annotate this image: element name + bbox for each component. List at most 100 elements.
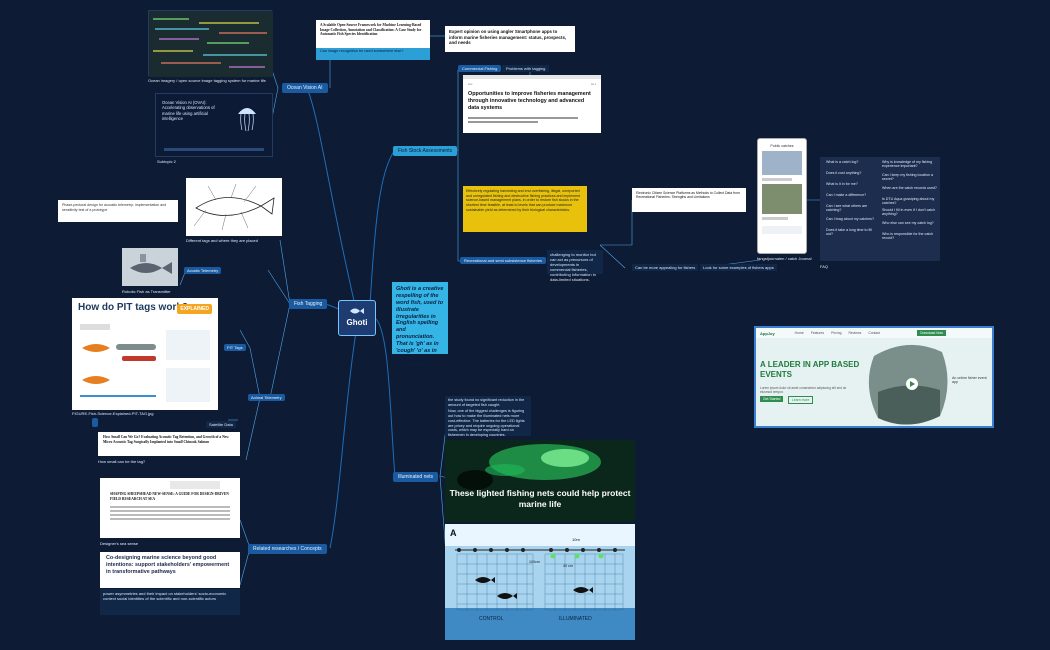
acoustic-telemetry-label[interactable]: Acustic Telemetry (184, 267, 222, 274)
commercial-fishing-label[interactable]: Commercial Fishing (458, 65, 502, 72)
dimension-100cm: 100cm (529, 560, 540, 564)
seabed-band (445, 608, 635, 640)
electronic-citizen-paper: Electronic Citizen Science Platforms as … (632, 188, 746, 212)
illuminated-text-2: Now, one of the biggest challenges is fi… (448, 409, 525, 438)
codesign-paper: Co-designing marine science beyond good … (100, 552, 240, 588)
illuminated-findings: the study found no significant reduction… (445, 396, 531, 438)
animal-telemetry-label[interactable]: Animal Telemetry (248, 394, 285, 401)
nav-reviews[interactable]: Reviews (848, 331, 862, 335)
challenging-to-monitor: challenging to monitor but can act as pr… (547, 250, 603, 282)
net-drawing (455, 548, 625, 611)
app-tab-bar[interactable] (762, 226, 802, 234)
journal-header-row: ▪▪▪▪ ▪▪▪ ▪ (463, 79, 601, 89)
expert-opinion-paper: Expert opinion on using angler Smartphon… (445, 26, 575, 52)
pit-expand-toggle[interactable] (92, 418, 98, 427)
pit-diagram (80, 324, 210, 402)
designers-sea-title: SHAPING SHEEPSHEAD NEW-SENSE: A GUIDE FO… (110, 492, 229, 501)
faq-item[interactable]: Should I fill in even if I don't catch a… (882, 208, 936, 216)
logo-strip (164, 148, 264, 151)
nav-features[interactable]: Features (810, 331, 825, 335)
faq-item[interactable]: Why is knowledge of my fishing experienc… (882, 160, 933, 168)
codesign-title: Co-designing marine science beyond good … (106, 555, 230, 575)
ovai-video-thumbnail[interactable]: Ocean Vision AI (OVAI): Accelerating obs… (155, 93, 273, 157)
nav-home[interactable]: Home (794, 331, 804, 335)
website-download-button[interactable]: Download Now (917, 330, 946, 336)
central-title: Ghoti (346, 318, 368, 327)
ghoti-definition: Ghoti is a creative respelling of the wo… (392, 282, 448, 368)
branch-illuminated[interactable]: Illuminated nets (393, 472, 439, 482)
app-title: Public catches (770, 144, 794, 148)
catch-journal-caption: fangstjournalen / catch Journal (757, 256, 812, 261)
small-tag-title: How Small Can We Go? Evaluating Acoustic… (103, 435, 229, 444)
explained-badge: EXPLAINED (177, 304, 212, 314)
subtopic-2-label: Subtopic 2 (157, 159, 176, 164)
faq-item[interactable]: What is it in for me? (826, 182, 858, 186)
dimension-10m: 10m (572, 537, 580, 542)
get-started-button[interactable]: Get Started (760, 396, 784, 402)
image-recognition-question: Can image recognition be used somewhere … (316, 48, 430, 60)
plos-logo: ▪▪▪ ▪ (590, 82, 596, 86)
electronic-citizen-title: Electronic Citizen Science Platforms as … (636, 191, 740, 200)
pit-heading: How do PIT tags work? (78, 302, 189, 313)
jellyfish-icon (238, 108, 256, 132)
ocean-imagery-caption: Ocean imagery / open source image taggin… (148, 78, 266, 83)
acoustic-telemetry-title: Phase-pectoral design for acoustic telem… (62, 203, 167, 212)
illuminated-text-1: the study found no significant reduction… (448, 398, 525, 407)
faq-item[interactable]: Is DTU Aqua gossiping about my catches? (882, 197, 935, 205)
faq-label: FAQ (820, 264, 829, 269)
branch-fish-tagging[interactable]: Fish Tagging (289, 299, 328, 309)
pit-tags-infographic: How do PIT tags work? EXPLAINED (72, 298, 218, 410)
recreational-fisheries-label[interactable]: Recreational and semi subsistence fisher… (460, 257, 547, 264)
opportunities-paper: ▪▪▪▪ ▪▪▪ ▪ Opportunities to improve fish… (463, 75, 601, 133)
power-asymmetries-note: power asymmetries and their impact on st… (100, 589, 240, 615)
central-topic[interactable]: Ghoti (338, 300, 376, 336)
faq-item[interactable]: Can I make a difference? (826, 193, 867, 197)
journal-logo: ▪▪▪▪ (468, 82, 473, 86)
journal-header-bar (463, 75, 601, 79)
faq-item[interactable]: Can I keep my fishing location a secret? (882, 173, 933, 181)
faq-item[interactable]: Who else can see my catch log? (882, 221, 934, 225)
more-appealing-label: Can be more appealing for fishers (632, 264, 699, 271)
faq-item[interactable]: When are the catch records used? (882, 186, 937, 190)
ocean-imagery-image (148, 10, 273, 77)
small-tag-caption: How small can be the tag? (98, 459, 146, 464)
fisher-apps-label: Look for some examples of fishers apps (700, 264, 777, 271)
faq-panel: What is a catch log? Does it cost anythi… (820, 157, 940, 261)
branch-ocean-vision[interactable]: Ocean Vision AI (282, 83, 328, 93)
website-brand[interactable]: AppJoy (760, 330, 775, 336)
robotic-fish-photo (122, 248, 178, 286)
event-app-website: AppJoy Home Features Pricing Reviews Con… (754, 326, 994, 428)
tag-placement-diagram (186, 178, 282, 236)
catch-photo-1 (762, 151, 802, 175)
pit-tags-label[interactable]: PIT Tags (224, 344, 246, 351)
faq-item[interactable]: Who is responsible for the catch record? (882, 232, 934, 240)
lighted-nets-caption: These lighted fishing nets could help pr… (449, 488, 631, 510)
learn-more-button[interactable]: Learn more (788, 396, 814, 404)
faq-item[interactable]: What is a catch log? (826, 160, 859, 164)
illuminated-label: ILLUMINATED (559, 616, 592, 622)
catch-photo-2 (762, 184, 802, 214)
faq-item[interactable]: Can I see what others are catching? (826, 204, 868, 212)
paper-header (170, 481, 220, 489)
nav-pricing[interactable]: Pricing (831, 331, 842, 335)
nav-contact[interactable]: Contact (868, 331, 880, 335)
branch-fish-stock[interactable]: Fish Stock Assessments (393, 146, 458, 156)
faq-item[interactable]: Does it cost anything? (826, 171, 862, 175)
regulation-note: Effectively regulating harvesting and en… (463, 186, 587, 232)
different-tags-caption: Different tags and where they are placed (186, 238, 258, 243)
expert-opinion-title: Expert opinion on using angler Smartphon… (449, 29, 567, 46)
designers-sea-caption: Designer's sea sense (100, 541, 139, 546)
opportunities-title: Opportunities to improve fisheries manag… (468, 91, 591, 111)
catch-journal-phone[interactable]: Public catches (757, 138, 807, 254)
problems-with-tagging: Problems with tagging (502, 65, 550, 72)
dimension-40cm: 40 cm (563, 564, 573, 568)
acoustic-telemetry-paper: Phase-pectoral design for acoustic telem… (58, 200, 178, 222)
control-label: CONTROL (479, 616, 504, 622)
ovai-video-title: Ocean Vision AI (OVAI): Accelerating obs… (162, 100, 215, 122)
faq-item[interactable]: Can I brag about my catches? (826, 217, 874, 221)
pit-file-caption: FIGURE-Fish-Science-Explained-PIT-TAG.jp… (72, 411, 154, 416)
small-tag-paper: How Small Can We Go? Evaluating Acoustic… (98, 432, 240, 456)
faq-item[interactable]: Does it take a long time to fill out? (826, 228, 872, 236)
branch-related[interactable]: Related researches / Concepts (248, 544, 327, 554)
